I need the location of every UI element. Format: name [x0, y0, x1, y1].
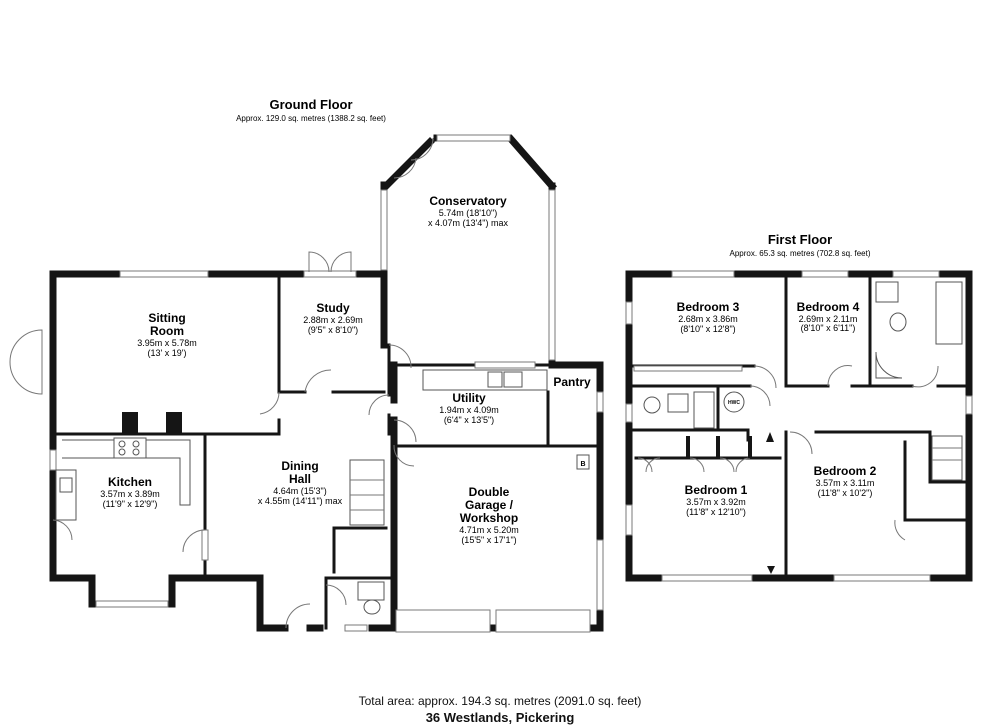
boiler-label: B — [580, 461, 585, 468]
room-conservatory: Conservatory 5.74m (18'10") x 4.07m (13'… — [428, 194, 508, 228]
first-floor-area: Approx. 65.3 sq. metres (702.8 sq. feet) — [730, 249, 871, 258]
room-name: Hall — [289, 472, 311, 486]
room-bedroom-2: Bedroom 2 3.57m x 3.11m (11'8" x 10'2") — [814, 464, 877, 498]
room-garage: Double Garage / Workshop 4.71m x 5.20m (… — [459, 485, 519, 545]
room-dimension: (6'4" x 13'5") — [444, 415, 494, 425]
first-floor-title: First Floor — [768, 232, 832, 247]
room-dimension: (9'5" x 8'10") — [308, 325, 358, 335]
property-address: 36 Westlands, Pickering — [425, 710, 575, 725]
room-study: Study 2.88m x 2.69m (9'5" x 8'10") — [303, 301, 363, 335]
room-sitting-room: Sitting Room 3.95m x 5.78m (13' x 19') — [137, 311, 197, 358]
room-dimension: (11'8" x 12'10") — [686, 507, 746, 517]
room-name: Dining — [281, 459, 318, 473]
room-dimension: 2.68m x 3.86m — [678, 314, 738, 324]
first-floor-doors — [637, 365, 939, 541]
room-name: Workshop — [460, 511, 518, 525]
hwc-label: HWC — [728, 400, 740, 406]
room-dimension: 3.57m x 3.89m — [100, 489, 160, 499]
room-name: Utility — [452, 391, 486, 405]
room-dimension: 2.69m x 2.11m — [799, 314, 858, 324]
room-name: Bedroom 4 — [797, 300, 860, 314]
ground-floor-fixtures — [55, 369, 590, 615]
room-utility: Utility 1.94m x 4.09m (6'4" x 13'5") — [439, 391, 499, 425]
room-bedroom-3: Bedroom 3 2.68m x 3.86m (8'10" x 12'8") — [677, 300, 740, 334]
room-dimension: (15'5" x 17'1") — [461, 535, 516, 545]
room-dimension: (13' x 19') — [148, 348, 187, 358]
room-name: Bedroom 3 — [677, 300, 740, 314]
room-name: Garage / — [465, 498, 514, 512]
room-dimension: 2.88m x 2.69m — [303, 315, 363, 325]
room-name: Bedroom 1 — [685, 483, 748, 497]
room-dimension: 3.95m x 5.78m — [137, 338, 197, 348]
room-dimension: (11'8" x 10'2") — [818, 488, 873, 498]
room-dimension: (8'10" x 12'8") — [680, 324, 735, 334]
room-name: Conservatory — [429, 194, 507, 208]
room-name: Room — [150, 324, 184, 338]
room-name: Study — [316, 301, 350, 315]
first-floor-walls — [625, 270, 973, 582]
room-dining-hall: Dining Hall 4.64m (15'3") x 4.55m (14'11… — [258, 459, 343, 506]
room-name: Kitchen — [108, 475, 152, 489]
room-dimension: 4.64m (15'3") — [273, 486, 326, 496]
room-dimension: x 4.07m (13'4") max — [428, 218, 508, 228]
room-name: Sitting — [148, 311, 185, 325]
room-name: Bedroom 2 — [814, 464, 877, 478]
room-dimension: x 4.55m (14'11") max — [258, 496, 343, 506]
first-floor-windows — [625, 270, 973, 582]
ground-floor-windows — [49, 134, 604, 633]
first-floor-fixtures — [643, 281, 963, 574]
ground-floor-doors — [9, 137, 434, 629]
room-bedroom-4: Bedroom 4 2.69m x 2.11m (8'10" x 6'11") — [797, 300, 860, 333]
room-dimension: 3.57m x 3.11m — [816, 478, 875, 488]
room-name: Pantry — [553, 375, 591, 389]
ground-floor-title: Ground Floor — [269, 97, 352, 112]
room-dimension: 3.57m x 3.92m — [686, 497, 746, 507]
total-area: Total area: approx. 194.3 sq. metres (20… — [358, 694, 642, 708]
room-dimension: 1.94m x 4.09m — [439, 405, 499, 415]
room-dimension: (11'9" x 12'9") — [103, 499, 158, 509]
room-pantry: Pantry — [553, 375, 591, 389]
room-dimension: 5.74m (18'10") — [439, 208, 497, 218]
ground-floor-area: Approx. 129.0 sq. metres (1388.2 sq. fee… — [236, 114, 386, 123]
room-dimension: (8'10" x 6'11") — [801, 323, 856, 333]
room-bedroom-1: Bedroom 1 3.57m x 3.92m (11'8" x 12'10") — [685, 483, 748, 517]
room-dimension: 4.71m x 5.20m — [459, 525, 519, 535]
room-kitchen: Kitchen 3.57m x 3.89m (11'9" x 12'9") — [100, 475, 160, 509]
room-name: Double — [469, 485, 510, 499]
